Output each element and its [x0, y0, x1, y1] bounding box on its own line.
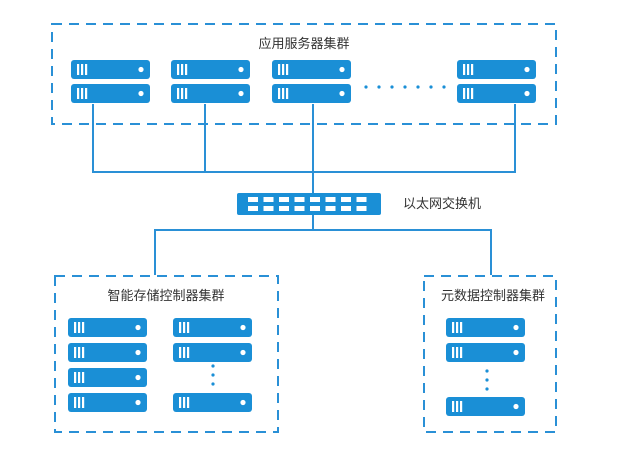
metadata-cluster-ellipsis — [485, 369, 489, 391]
storage-cluster-boundary — [54, 275, 279, 433]
app-server-2-top — [171, 60, 250, 79]
app-link-1 — [92, 104, 516, 173]
app-cluster-boundary — [51, 23, 557, 125]
metadata-link — [313, 229, 492, 275]
app-server-2-bottom — [171, 84, 250, 103]
switch-port — [341, 206, 351, 211]
switch-port — [356, 206, 367, 211]
app-server-3-top — [272, 60, 351, 79]
switch-port — [294, 197, 305, 202]
app-server-4-top — [457, 60, 536, 79]
switch-port — [294, 206, 305, 211]
switch-port — [263, 206, 274, 211]
storage-server-left-2 — [68, 343, 147, 362]
switch-port — [356, 197, 367, 202]
switch-port — [310, 197, 320, 202]
metadata-server-1 — [446, 318, 525, 337]
storage-server-left-3 — [68, 368, 147, 387]
storage-server-left-4 — [68, 393, 147, 412]
switch-port — [310, 206, 320, 211]
network-links — [92, 104, 516, 275]
server-units — [68, 60, 536, 416]
metadata-server-2 — [446, 343, 525, 362]
switch-port — [248, 206, 258, 211]
switch-port — [325, 206, 336, 211]
storage-server-left-1 — [68, 318, 147, 337]
switch-ports — [248, 197, 367, 211]
switch-port — [263, 197, 274, 202]
app-cluster-title: 应用服务器集群 — [258, 36, 349, 52]
ellipsis-dots — [211, 85, 489, 391]
switch-port — [248, 197, 258, 202]
app-server-4-bottom — [457, 84, 536, 103]
storage-server-right-1 — [173, 318, 252, 337]
switch-label: 以太网交换机 — [403, 196, 481, 212]
switch-port — [325, 197, 336, 202]
metadata-cluster-boundary — [423, 275, 557, 433]
switch-port — [279, 206, 289, 211]
app-server-3-bottom — [272, 84, 351, 103]
metadata-server-last — [446, 397, 525, 416]
storage-server-right-last — [173, 393, 252, 412]
ethernet-switch-icon — [237, 193, 381, 215]
metadata-cluster-title: 元数据控制器集群 — [441, 288, 545, 304]
app-server-1-bottom — [71, 84, 150, 103]
storage-link — [154, 214, 314, 275]
switch-body — [237, 193, 381, 215]
storage-cluster-title: 智能存储控制器集群 — [107, 288, 224, 304]
app-cluster-ellipsis — [364, 85, 446, 89]
storage-server-right-2 — [173, 343, 252, 362]
switch-port — [279, 197, 289, 202]
storage-cluster-ellipsis — [211, 364, 215, 386]
app-server-1-top — [71, 60, 150, 79]
switch-port — [341, 197, 351, 202]
